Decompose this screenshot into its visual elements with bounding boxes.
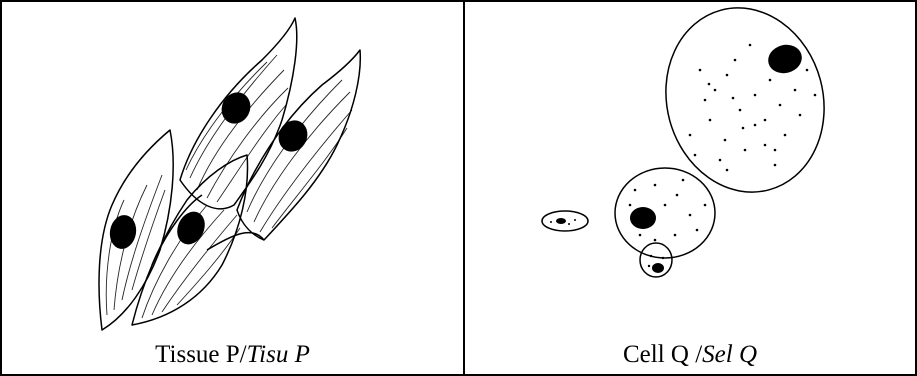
tissue-p-drawing <box>2 0 463 376</box>
nucleus <box>107 213 139 251</box>
yeast-bud-cell <box>615 168 715 258</box>
yeast-mother-cell <box>646 0 845 210</box>
caption-cell-q-italic: Sel Q <box>702 341 757 368</box>
caption-cell-q: Cell Q /Sel Q <box>465 340 915 370</box>
caption-tissue-p: Tissue P/Tisu P <box>2 340 463 370</box>
nucleus <box>765 41 805 77</box>
caption-cell-q-main: Cell Q / <box>623 341 702 368</box>
nucleus <box>630 207 656 229</box>
panel-cell-q: Cell Q /Sel Q <box>465 0 915 376</box>
cell-q-drawing <box>465 0 915 376</box>
striation-line <box>197 70 284 190</box>
caption-tissue-p-main: Tissue P/ <box>155 341 247 368</box>
nucleus <box>652 263 664 273</box>
nucleus <box>274 116 313 157</box>
striation-line <box>254 92 350 222</box>
caption-tissue-p-italic: Tisu P <box>247 341 310 368</box>
nucleus <box>556 218 566 224</box>
panel-tissue-p: Tissue P/Tisu P <box>2 0 463 376</box>
